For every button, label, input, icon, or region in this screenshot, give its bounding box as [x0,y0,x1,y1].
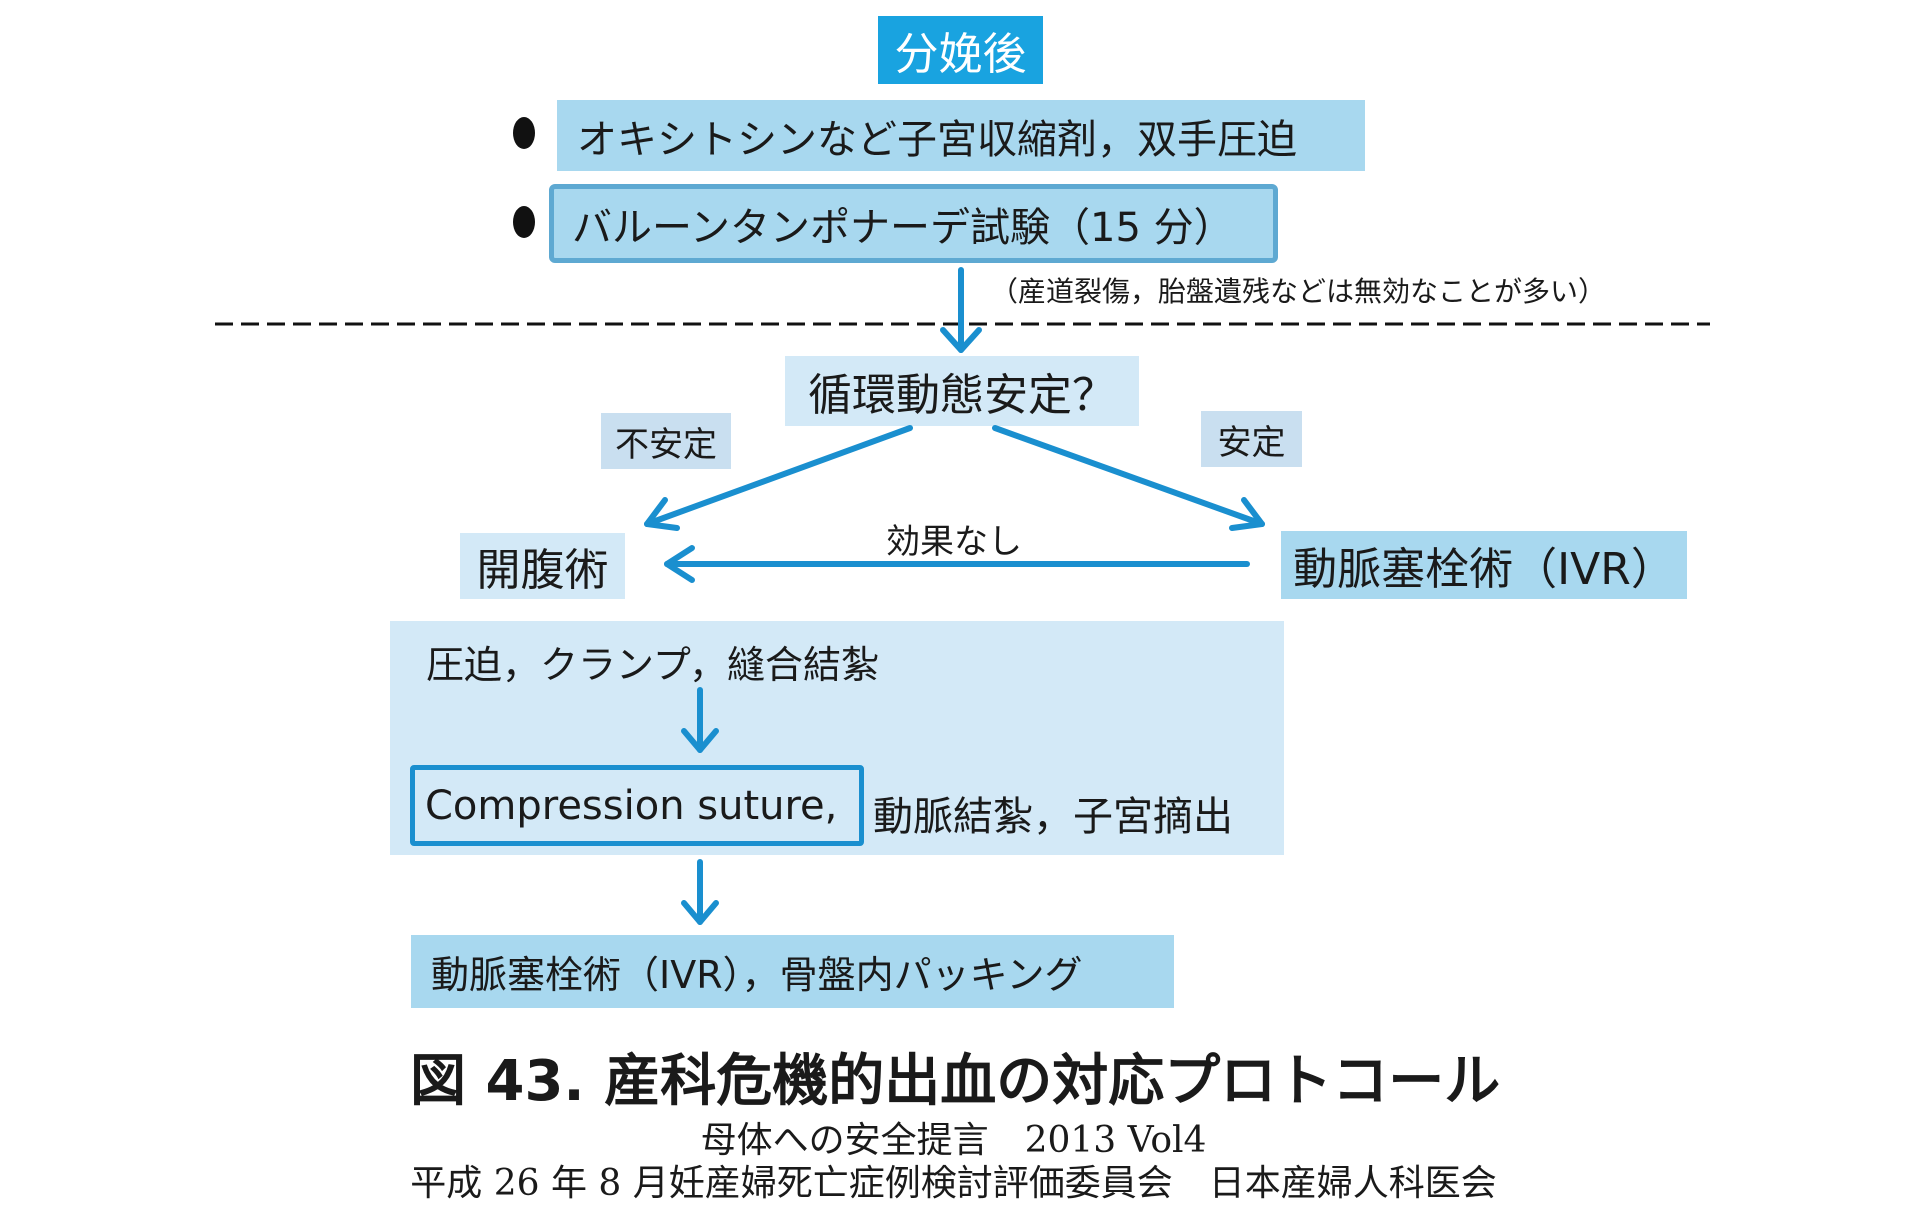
first-line-box-2: バルーンタンポナーデ試験（15 分） [549,184,1278,263]
surgery-step2-rest: 動脈結紮，子宮摘出 [873,794,1233,840]
first-line-text-2: バルーンタンポナーデ試験（15 分） [572,204,1234,251]
first-line-note: （産道裂傷，胎盤遺残などは無効なことが多い） [990,275,1607,308]
arrow-to-laparotomy-head [644,497,680,531]
final-step-text: 動脈塞栓術（IVR），骨盤内パッキング [431,953,1083,997]
first-line-text-1: オキシトシンなど子宮収縮剤，双手圧迫 [577,116,1297,163]
bullet-dot-1 [513,117,535,149]
header-title: 分娩後 [894,29,1027,80]
source-line-1: 母体への安全提言 2013 Vol4 [700,1120,1207,1161]
decision-question-box: 循環動態安定？ [785,356,1139,426]
final-step-box: 動脈塞栓術（IVR），骨盤内パッキング [411,935,1174,1008]
bullet-dot-2 [513,206,535,238]
no-effect-label: 効果なし [886,522,1022,562]
decision-question: 循環動態安定？ [808,370,1116,421]
compression-suture-box: Compression suture, [410,765,864,846]
compression-suture-text: Compression suture, [425,782,838,829]
source-line-2: 平成 26 年 8 月妊産婦死亡症例検討評価委員会 日本産婦人科医会 [410,1163,1497,1204]
first-line-box-1: オキシトシンなど子宮収縮剤，双手圧迫 [557,100,1365,171]
source-line-1-wrap: 母体への安全提言 2013 Vol4 [0,1115,1907,1161]
arrow-to-laparotomy [644,425,913,527]
arrow-to-decision-head [940,327,982,353]
laparotomy-title: 開腹術 [476,545,609,596]
figure-title: 図 43. 産科危機的出血の対応プロトコール [410,1049,1501,1114]
arrow-panel-to-final-head [681,900,719,925]
arrow-no-effect-head [664,545,695,583]
unstable-label-box: 不安定 [601,413,731,469]
unstable-label: 不安定 [615,424,717,465]
arrow-to-ivr [992,425,1265,527]
stable-label-box: 安定 [1201,411,1302,467]
stable-label: 安定 [1217,422,1286,463]
ivr-title: 動脈塞栓術（IVR） [1293,544,1675,595]
arrow-step1-to-step2-head [681,728,719,753]
source-line-2-wrap: 平成 26 年 8 月妊産婦死亡症例検討評価委員会 日本産婦人科医会 [0,1159,1907,1204]
surgery-step1: 圧迫，クランプ，縫合結紮 [426,643,879,687]
ivr-box: 動脈塞栓術（IVR） [1281,531,1687,599]
laparotomy-box: 開腹術 [460,533,625,599]
arrow-to-ivr-head [1229,497,1265,531]
header-badge: 分娩後 [878,16,1043,84]
